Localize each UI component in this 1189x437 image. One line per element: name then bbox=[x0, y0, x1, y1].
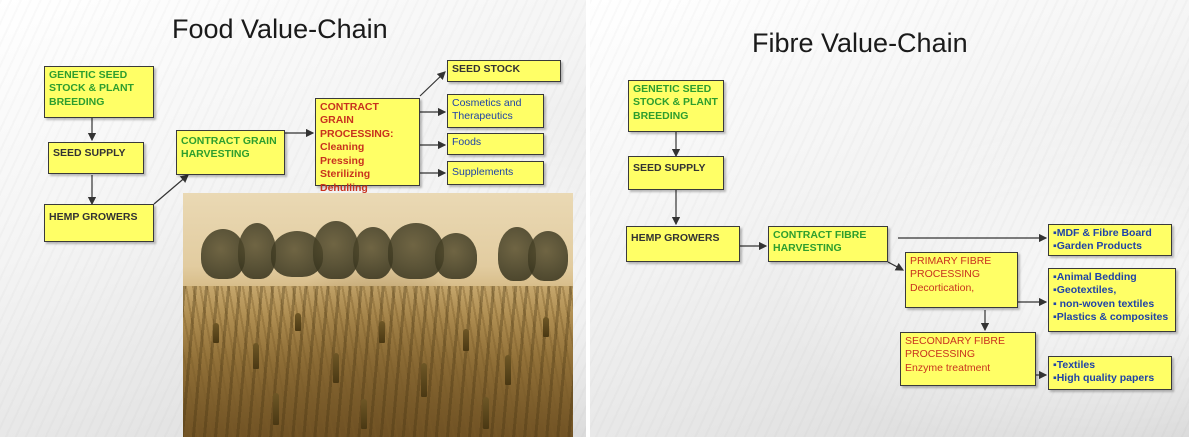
fibre-genetic-seed-box: GENETIC SEED STOCK & PLANT BREEDING bbox=[628, 80, 724, 132]
food-value-chain-slide: Food Value-Chain GENETIC SEED STOCK & PL… bbox=[0, 0, 586, 437]
fibre-value-chain-slide: Fibre Value-Chain GENETIC SEED STOCK & P… bbox=[590, 0, 1189, 437]
fibre-genetic-line-2: STOCK & PLANT bbox=[633, 96, 718, 109]
hemp-field-photo bbox=[183, 193, 573, 437]
food-hemp-growers-label: HEMP GROWERS bbox=[49, 211, 138, 223]
fibre-product-animal-bedding: ▪Animal Bedding bbox=[1053, 271, 1137, 283]
fibre-product-geotextiles: ▪Geotextiles, bbox=[1053, 284, 1117, 297]
food-contract-harvesting-box: CONTRACT GRAIN HARVESTING bbox=[176, 130, 285, 175]
food-supplements-label: Supplements bbox=[452, 166, 514, 178]
fibre-seed-supply-box: SEED SUPPLY bbox=[628, 156, 724, 190]
food-foods-label: Foods bbox=[452, 136, 482, 148]
fibre-product-mdf: ▪MDF & Fibre Board bbox=[1053, 227, 1152, 239]
fibre-slide-title: Fibre Value-Chain bbox=[752, 28, 968, 58]
fibre-genetic-line-3: BREEDING bbox=[633, 109, 689, 122]
food-processing-line-5: Sterilizing bbox=[320, 168, 371, 181]
food-genetic-line-1: GENETIC SEED bbox=[49, 69, 128, 81]
fibre-primary-line-1: PRIMARY FIBRE bbox=[910, 255, 992, 267]
food-processing-line-4: Pressing bbox=[320, 154, 365, 167]
food-processing-line-6: Dehulling bbox=[320, 181, 368, 194]
fibre-products-textiles-box: ▪Textiles ▪High quality papers bbox=[1048, 356, 1172, 390]
food-flow-arrows bbox=[87, 71, 447, 206]
fibre-secondary-line-2: PROCESSING bbox=[905, 348, 976, 361]
food-seed-supply-box: SEED SUPPLY bbox=[48, 142, 144, 174]
food-seed-stock-box: SEED STOCK bbox=[447, 60, 561, 82]
food-genetic-line-2: STOCK & PLANT bbox=[49, 82, 134, 95]
fibre-seed-supply-label: SEED SUPPLY bbox=[633, 162, 706, 174]
fibre-product-plastics: ▪Plastics & composites bbox=[1053, 311, 1169, 324]
fibre-flow-arrows bbox=[671, 132, 1048, 380]
fibre-primary-line-2: PROCESSING bbox=[910, 268, 981, 281]
food-foods-box: Foods bbox=[447, 133, 544, 155]
food-processing-line-2: PROCESSING: bbox=[320, 127, 394, 140]
food-genetic-seed-box: GENETIC SEED STOCK & PLANT BREEDING bbox=[44, 66, 154, 118]
fibre-product-papers: ▪High quality papers bbox=[1053, 372, 1155, 385]
food-genetic-line-3: BREEDING bbox=[49, 95, 105, 108]
fibre-secondary-line-3: Enzyme treatment bbox=[905, 361, 991, 374]
food-hemp-growers-box: HEMP GROWERS bbox=[44, 204, 154, 242]
food-seed-stock-label: SEED STOCK bbox=[452, 63, 521, 75]
food-supplements-box: Supplements bbox=[447, 161, 544, 185]
fibre-primary-processing-box: PRIMARY FIBRE PROCESSING Decortication, bbox=[905, 252, 1018, 308]
fibre-product-textiles: ▪Textiles bbox=[1053, 359, 1096, 371]
fibre-harvesting-line-1b: HARVESTING bbox=[773, 242, 842, 255]
food-cosmetics-line-1: Cosmetics and bbox=[452, 97, 522, 109]
food-harvesting-line-1: CONTRACT GRAIN bbox=[181, 135, 277, 147]
fibre-contract-harvesting-box: CONTRACT FIBRE HARVESTING bbox=[768, 226, 888, 262]
fibre-primary-line-3: Decortication, bbox=[910, 281, 975, 294]
food-cosmetics-box: Cosmetics and Therapeutics bbox=[447, 94, 544, 128]
food-processing-line-1: CONTRACT GRAIN bbox=[320, 101, 379, 127]
food-slide-title: Food Value-Chain bbox=[172, 14, 388, 44]
fibre-products-bedding-box: ▪Animal Bedding ▪Geotextiles, ▪ non-wove… bbox=[1048, 268, 1176, 332]
food-seed-supply-label: SEED SUPPLY bbox=[53, 147, 126, 159]
fibre-product-nonwoven: ▪ non-woven textiles bbox=[1053, 297, 1155, 310]
fibre-genetic-line-1: GENETIC SEED bbox=[633, 83, 712, 95]
food-contract-processing-box: CONTRACT GRAIN PROCESSING: Cleaning Pres… bbox=[315, 98, 420, 194]
fibre-secondary-line-1: SECONDARY FIBRE bbox=[905, 335, 1005, 347]
food-cosmetics-line-2: Therapeutics bbox=[452, 110, 513, 123]
food-processing-line-3: Cleaning bbox=[320, 141, 365, 154]
fibre-secondary-processing-box: SECONDARY FIBRE PROCESSING Enzyme treatm… bbox=[900, 332, 1036, 386]
fibre-products-board-box: ▪MDF & Fibre Board ▪Garden Products bbox=[1048, 224, 1172, 256]
fibre-hemp-growers-box: HEMP GROWERS bbox=[626, 226, 740, 262]
fibre-hemp-growers-label: HEMP GROWERS bbox=[631, 232, 720, 244]
food-harvesting-line-2: HARVESTING bbox=[181, 148, 250, 161]
fibre-product-garden: ▪Garden Products bbox=[1053, 240, 1142, 253]
fibre-harvesting-line-1: CONTRACT FIBRE bbox=[773, 229, 867, 241]
